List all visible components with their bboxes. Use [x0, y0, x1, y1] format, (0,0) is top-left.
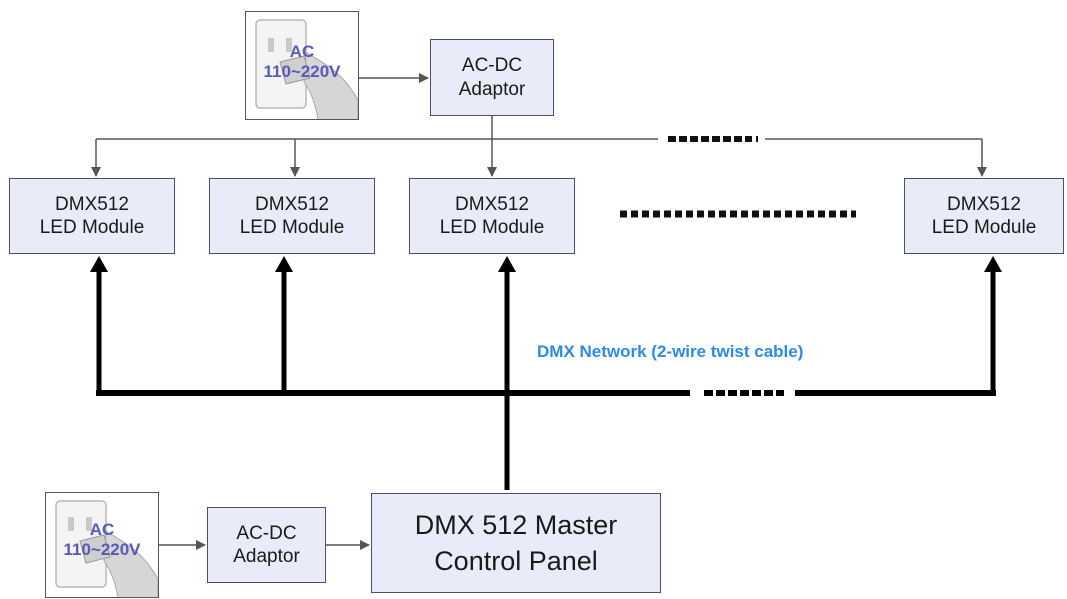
- dmx-network-label: DMX Network (2-wire twist cable): [537, 342, 804, 361]
- power-outlet-icon: [55, 500, 158, 597]
- led-module-1-line2: LED Module: [39, 217, 145, 238]
- ac-label-bottom: AC: [89, 520, 115, 539]
- led-module-1: DMX512 LED Module: [9, 178, 175, 254]
- led-module-2-line2: LED Module: [239, 217, 345, 238]
- adaptor-top-line1: AC-DC: [461, 55, 523, 77]
- led-module-3-line2: LED Module: [439, 217, 545, 238]
- ac-power-source-bottom: AC 110~220V: [45, 492, 159, 598]
- ac-dc-adaptor-top: AC-DC Adaptor: [430, 39, 554, 116]
- adaptor-bottom-line1: AC-DC: [236, 522, 297, 544]
- dmx-arrowhead-2: [275, 256, 293, 272]
- led-module-3-line1: DMX512: [455, 193, 529, 215]
- led-module-4: DMX512 LED Module: [904, 178, 1064, 254]
- led-module-4-line2: LED Module: [931, 217, 1037, 238]
- voltage-label-bottom: 110~220V: [63, 539, 141, 559]
- led-module-2-line1: DMX512: [255, 193, 329, 215]
- adaptor-top-line2: Adaptor: [458, 78, 526, 100]
- adaptor-bottom-line2: Adaptor: [233, 546, 300, 567]
- led-module-3: DMX512 LED Module: [409, 178, 575, 254]
- master-panel-line2: Control Panel: [434, 546, 598, 576]
- dmx-arrowhead-1: [90, 256, 108, 272]
- dmx-master-control-panel: DMX 512 Master Control Panel: [371, 493, 661, 593]
- master-panel-line1: DMX 512 Master: [414, 509, 618, 540]
- led-module-4-line1: DMX512: [947, 193, 1021, 215]
- ac-label-top: AC: [289, 42, 315, 61]
- ac-power-source-top: AC 110~220V: [245, 11, 359, 120]
- dmx-arrowhead-3: [498, 256, 516, 272]
- dmx-arrowhead-4: [984, 256, 1002, 272]
- led-module-1-line1: DMX512: [55, 193, 129, 215]
- ac-dc-adaptor-bottom: AC-DC Adaptor: [207, 507, 326, 583]
- led-module-2: DMX512 LED Module: [209, 178, 375, 254]
- voltage-label-top: 110~220V: [263, 61, 341, 81]
- power-outlet-icon: [255, 19, 358, 119]
